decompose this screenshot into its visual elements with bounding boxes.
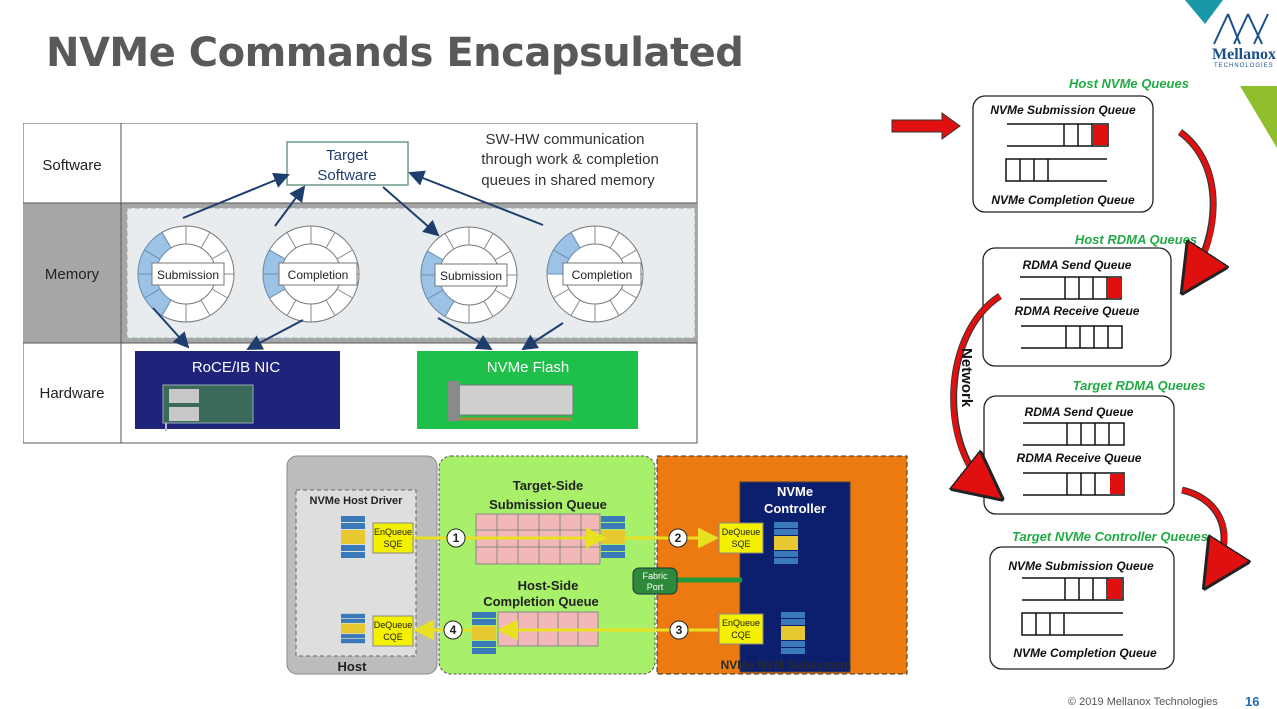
step-2-circle — [668, 528, 688, 548]
mellanox-logo-text: Mellanox — [1212, 46, 1276, 63]
step-2-label: 2 — [675, 531, 682, 545]
target-sq-label-1: Target-Side — [513, 478, 584, 493]
green-triangle — [1240, 86, 1277, 148]
enqueue-sqe-label-1: EnQueue — [374, 527, 412, 537]
ring-queue-4: Completion — [546, 225, 644, 323]
fabric-port-label-2: Port — [647, 582, 664, 592]
ctrl-dequeue-sqe-box — [718, 522, 764, 554]
network-arrow — [953, 293, 1000, 488]
host-rdma-send-filled-slot — [1108, 278, 1121, 298]
mellanox-logo-icon — [1213, 13, 1269, 45]
ring-queue-1: Submission — [137, 225, 235, 323]
ring-queue-2: Completion — [262, 225, 360, 323]
curve-arrow-1-outline — [1177, 129, 1217, 282]
network-label: Network — [958, 348, 975, 408]
row-label-hardware: Hardware — [39, 385, 104, 402]
target-software-box — [286, 141, 409, 186]
subsystem-label: NVMe NVM Subsystem — [721, 658, 852, 672]
nic-label: RoCE/IB NIC — [192, 359, 281, 376]
queue-flow-diagram: Host NVMe Queues Host RDMA Queues Target… — [891, 76, 1270, 670]
dequeue-cqe-box — [372, 615, 414, 647]
ctrl-enqueue-cqe-box — [718, 613, 764, 645]
ring-label-completion-2: Completion — [572, 268, 633, 282]
host-cq-label-2: Completion Queue — [483, 594, 599, 609]
host-cq-label-1: Host-Side — [518, 578, 579, 593]
target-software-label-2: Software — [317, 167, 376, 184]
ring-label-completion-1: Completion — [288, 268, 349, 282]
copyright-footer: © 2019 Mellanox Technologies — [1068, 696, 1218, 708]
host-nvme-sq-label: NVMe Submission Queue — [990, 103, 1136, 117]
note-line-3: queues in shared memory — [481, 172, 655, 189]
note-line-1: SW-HW communication — [486, 131, 645, 148]
ring-queue-3: Submission — [420, 226, 518, 324]
step-1-label: 1 — [453, 531, 460, 545]
ctrl-enqueue-cqe-label-2: CQE — [731, 630, 751, 640]
target-sq-label-2: Submission Queue — [489, 497, 607, 512]
target-rdma-send-label: RDMA Send Queue — [1025, 405, 1134, 419]
host-driver-label: NVMe Host Driver — [310, 495, 404, 507]
page-title: NVMe Commands Encapsulated — [46, 30, 744, 76]
label-target-rdma-queues: Target RDMA Queues — [1073, 378, 1206, 393]
page-number: 16 — [1245, 694, 1260, 709]
controller-label-1: NVMe — [777, 484, 813, 499]
host-nvme-cq-label: NVMe Completion Queue — [991, 193, 1135, 207]
flash-label: NVMe Flash — [487, 359, 570, 376]
host-rdma-recv-label: RDMA Receive Queue — [1015, 304, 1140, 318]
controller-label-2: Controller — [764, 501, 826, 516]
curve-arrow-1 — [1178, 129, 1213, 278]
target-rdma-recv-filled-slot — [1110, 474, 1124, 494]
note-line-2: through work & completion — [481, 151, 659, 168]
target-rdma-recv-label: RDMA Receive Queue — [1017, 451, 1142, 465]
host-rdma-send-label: RDMA Send Queue — [1023, 258, 1132, 272]
target-software-label-1: Target — [326, 147, 369, 164]
dequeue-cqe-label-2: CQE — [383, 632, 403, 642]
row-label-memory: Memory — [45, 266, 100, 283]
target-nvme-sq-filled-slot — [1108, 579, 1122, 599]
mellanox-logo-subtext: TECHNOLOGIES — [1214, 63, 1274, 69]
step-1-circle — [446, 528, 466, 548]
ctrl-enqueue-cqe-label-1: EnQueue — [722, 618, 760, 628]
label-host-nvme-queues: Host NVMe Queues — [1069, 76, 1189, 91]
host-sq-filled-slot — [1093, 125, 1107, 145]
label-target-nvme-ctrl-queues: Target NVMe Controller Queues — [1012, 529, 1208, 544]
fabric-port-label-1: Fabric — [642, 571, 668, 581]
dequeue-cqe-label-1: DeQueue — [374, 620, 413, 630]
step-3-circle — [669, 620, 689, 640]
label-host-rdma-queues: Host RDMA Queues — [1075, 232, 1197, 247]
enqueue-sqe-label-2: SQE — [383, 539, 402, 549]
target-nvme-cq-label: NVMe Completion Queue — [1013, 646, 1157, 660]
entry-red-arrow — [891, 112, 961, 140]
row-label-software: Software — [42, 157, 101, 174]
curve-arrow-3 — [1181, 487, 1225, 573]
ring-label-submission-2: Submission — [440, 269, 502, 283]
ring-label-submission-1: Submission — [157, 268, 219, 282]
target-nvme-sq-label: NVMe Submission Queue — [1008, 559, 1154, 573]
fabric-port-box — [632, 567, 678, 595]
teal-triangle — [1185, 0, 1223, 24]
ctrl-dequeue-sqe-label-2: SQE — [731, 539, 750, 549]
fabric-flow-diagram: NVMe Host Driver Host EnQueue SQE DeQueu… — [286, 455, 908, 675]
flash-board-icon — [454, 384, 574, 416]
step-4-circle — [443, 620, 463, 640]
sw-hw-diagram: Software Memory Hardware Target Software… — [23, 123, 698, 444]
step-4-label: 4 — [450, 623, 457, 637]
enqueue-sqe-box — [372, 522, 414, 554]
ctrl-dequeue-sqe-label-1: DeQueue — [722, 527, 761, 537]
step-3-label: 3 — [676, 623, 683, 637]
host-label: Host — [338, 659, 368, 674]
